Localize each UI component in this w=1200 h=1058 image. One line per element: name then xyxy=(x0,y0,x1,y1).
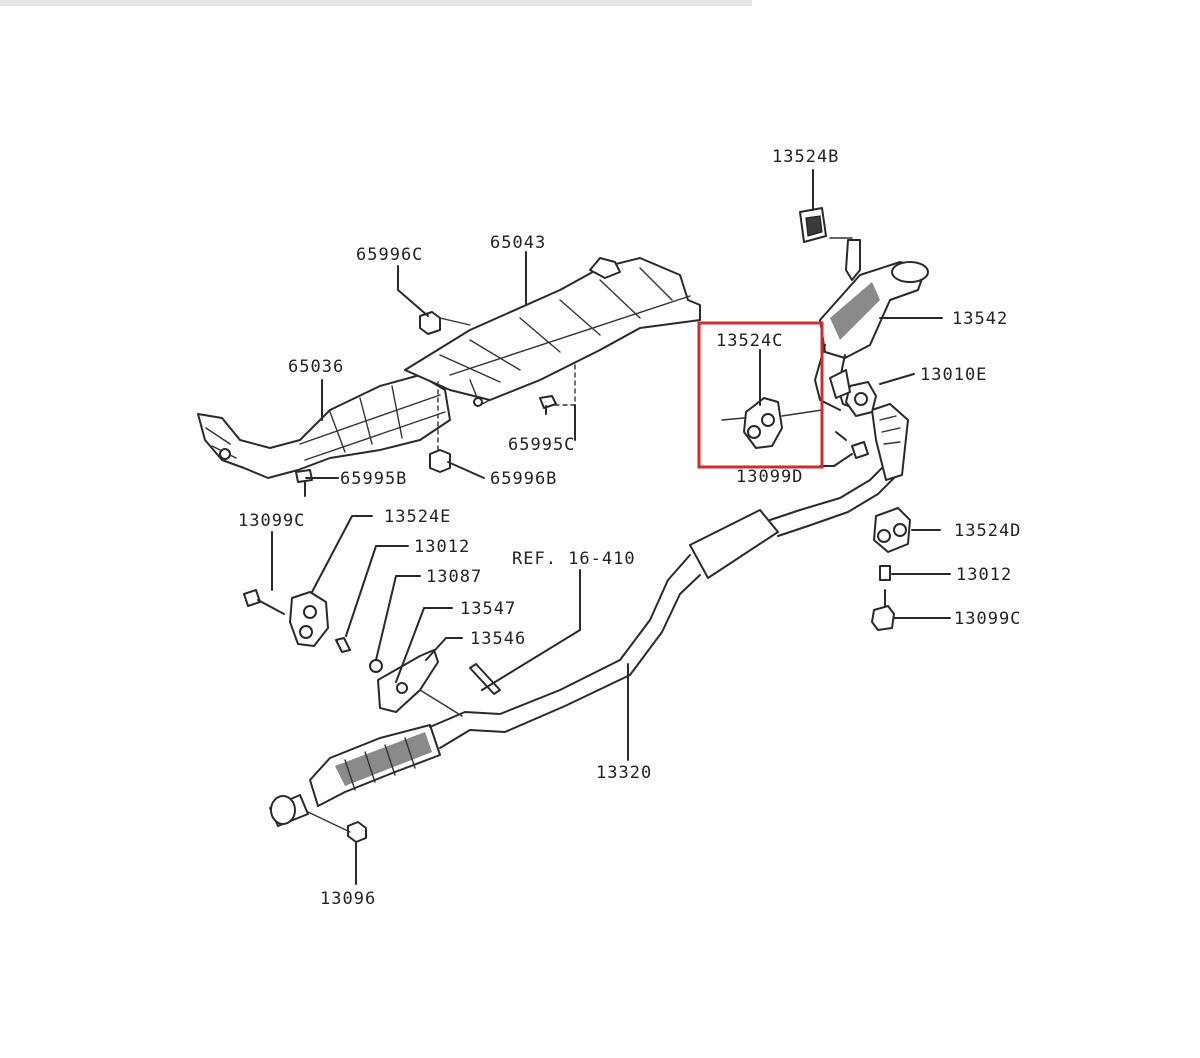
label-13547: 13547 xyxy=(460,599,516,619)
hanger-13524b-icon xyxy=(799,207,827,243)
bolt-65995c-icon xyxy=(539,395,557,415)
label-13524e: 13524E xyxy=(384,507,451,527)
bolt-65995b-icon xyxy=(295,469,313,497)
label-13524c: 13524C xyxy=(716,331,783,351)
label-13096: 13096 xyxy=(320,889,376,909)
bolt-13099c-left-icon xyxy=(243,589,285,615)
label-65036: 65036 xyxy=(288,357,344,377)
label-13087: 13087 xyxy=(426,567,482,587)
label-13099c-right: 13099C xyxy=(954,609,1021,629)
nut-65996c-icon xyxy=(419,311,471,335)
label-13012-left: 13012 xyxy=(414,537,470,557)
label-13524d: 13524D xyxy=(954,521,1021,541)
fitting-13546-icon xyxy=(469,663,501,695)
gasket-13010e-icon xyxy=(829,369,877,417)
part-labels: 13524B 65996C 65043 13542 13524C 13010E … xyxy=(238,147,1021,909)
label-65996c: 65996C xyxy=(356,245,423,265)
hanger-13524d-icon xyxy=(873,507,911,553)
label-ref: REF. 16-410 xyxy=(512,549,636,569)
heat-protector-rear-65043 xyxy=(404,257,701,407)
exhaust-pipe-13320 xyxy=(269,403,909,827)
label-13012-right: 13012 xyxy=(956,565,1012,585)
label-13010e: 13010E xyxy=(920,365,987,385)
heat-protector-front-65036 xyxy=(197,374,451,479)
bolt-13099c-right-icon xyxy=(871,589,895,631)
label-13099d: 13099D xyxy=(736,467,803,487)
pin-13012-right-icon xyxy=(879,565,891,581)
label-13099c-left: 13099C xyxy=(238,511,305,531)
washer-13087-icon xyxy=(369,659,383,673)
label-65043: 65043 xyxy=(490,233,546,253)
highlight-box-13524c xyxy=(697,321,824,469)
top-scroll-strip xyxy=(0,0,752,6)
nut-65996b-icon xyxy=(429,449,451,473)
label-65995b: 65995B xyxy=(340,469,407,489)
label-13546: 13546 xyxy=(470,629,526,649)
bolt-13099d-icon xyxy=(835,431,869,459)
hanger-13524c-icon xyxy=(721,397,823,449)
label-65995c: 65995C xyxy=(508,435,575,455)
hanger-13524e-icon xyxy=(289,591,329,647)
label-65996b: 65996B xyxy=(490,469,557,489)
leader-lines xyxy=(271,169,951,885)
pin-13012-left-icon xyxy=(335,637,351,653)
label-13320: 13320 xyxy=(596,763,652,783)
label-13542: 13542 xyxy=(952,309,1008,329)
nut-13096-icon xyxy=(307,811,367,843)
label-13524b: 13524B xyxy=(772,147,839,167)
